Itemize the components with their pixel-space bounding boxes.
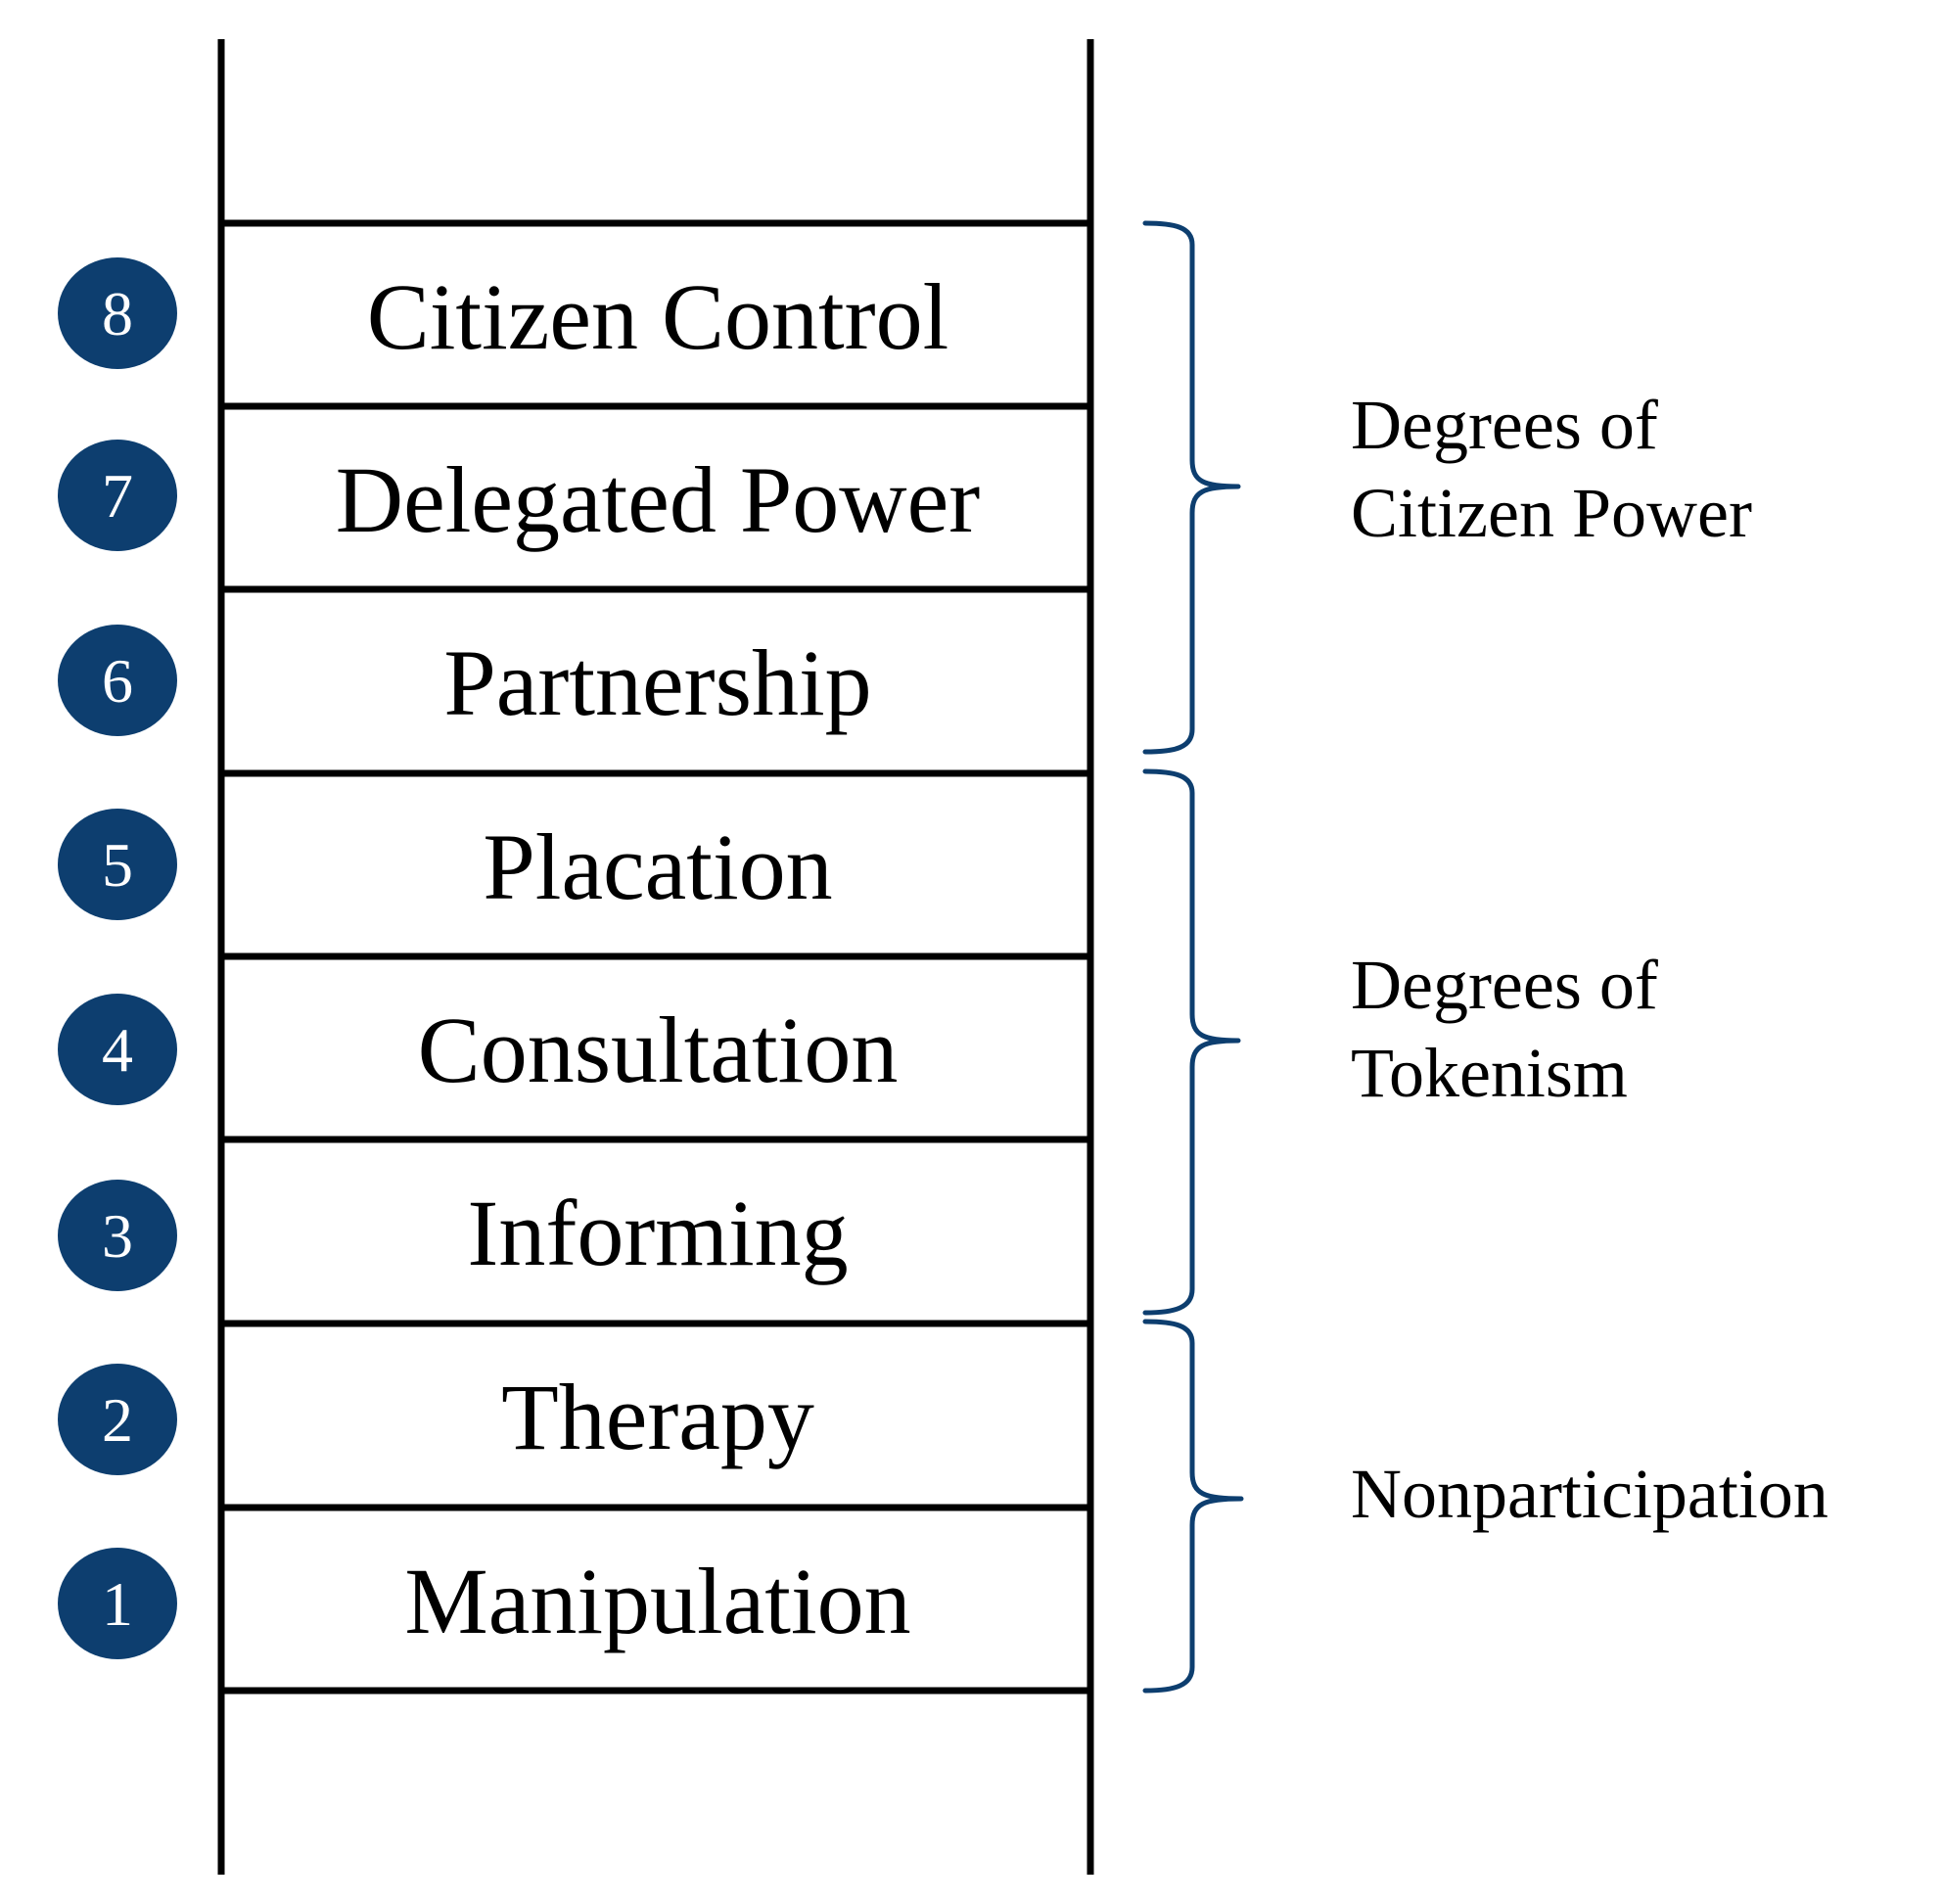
rung-number-3: 3 — [102, 1201, 133, 1271]
rung-number-texts: 8 7 6 5 4 3 2 1 — [102, 279, 133, 1639]
rung-label-placation: Placation — [483, 814, 832, 919]
rung-badge-3 — [58, 1180, 177, 1291]
rung-number-2: 2 — [102, 1385, 133, 1455]
rung-label-partnership: Partnership — [443, 630, 871, 735]
rung-badge-1 — [58, 1548, 177, 1659]
rung-number-7: 7 — [102, 461, 133, 531]
group-label-line: Degrees of — [1351, 946, 1658, 1024]
group-label-citizen-power: Degrees of Citizen Power — [1351, 386, 1752, 552]
group-label-line: Citizen Power — [1351, 474, 1752, 552]
rung-number-1: 1 — [102, 1569, 133, 1639]
rung-label-informing: Informing — [467, 1181, 848, 1285]
brace-nonparticipation — [1142, 1319, 1244, 1694]
group-label-line: Nonparticipation — [1351, 1455, 1828, 1533]
brace-tokenism — [1142, 768, 1241, 1316]
group-label-line: Degrees of — [1351, 386, 1658, 464]
rung-label-delegated-power: Delegated Power — [336, 447, 980, 552]
rung-badge-7 — [58, 440, 177, 551]
rung-label-consultation: Consultation — [418, 998, 899, 1102]
rung-number-badges — [58, 257, 177, 1659]
group-label-line: Tokenism — [1351, 1034, 1628, 1112]
group-labels: Degrees of Citizen Power Degrees of Toke… — [1351, 386, 1828, 1533]
rung-label-manipulation: Manipulation — [404, 1549, 910, 1653]
rung-badge-2 — [58, 1364, 177, 1475]
ladder-rungs — [221, 219, 1090, 1695]
rung-number-5: 5 — [102, 830, 133, 900]
brace-citizen-power — [1142, 220, 1241, 755]
group-label-nonparticipation: Nonparticipation — [1351, 1455, 1828, 1533]
group-label-tokenism: Degrees of Tokenism — [1351, 946, 1676, 1112]
rung-badge-6 — [58, 625, 177, 736]
rung-number-6: 6 — [102, 646, 133, 716]
rung-badge-5 — [58, 809, 177, 920]
rung-badge-8 — [58, 257, 177, 369]
rung-label-therapy: Therapy — [501, 1365, 814, 1469]
group-braces — [1142, 220, 1244, 1694]
rung-labels: Citizen Control Delegated Power Partners… — [336, 264, 980, 1653]
rung-number-8: 8 — [102, 279, 133, 348]
rung-badge-4 — [58, 994, 177, 1105]
rung-label-citizen-control: Citizen Control — [367, 264, 949, 369]
rung-number-4: 4 — [102, 1015, 133, 1085]
